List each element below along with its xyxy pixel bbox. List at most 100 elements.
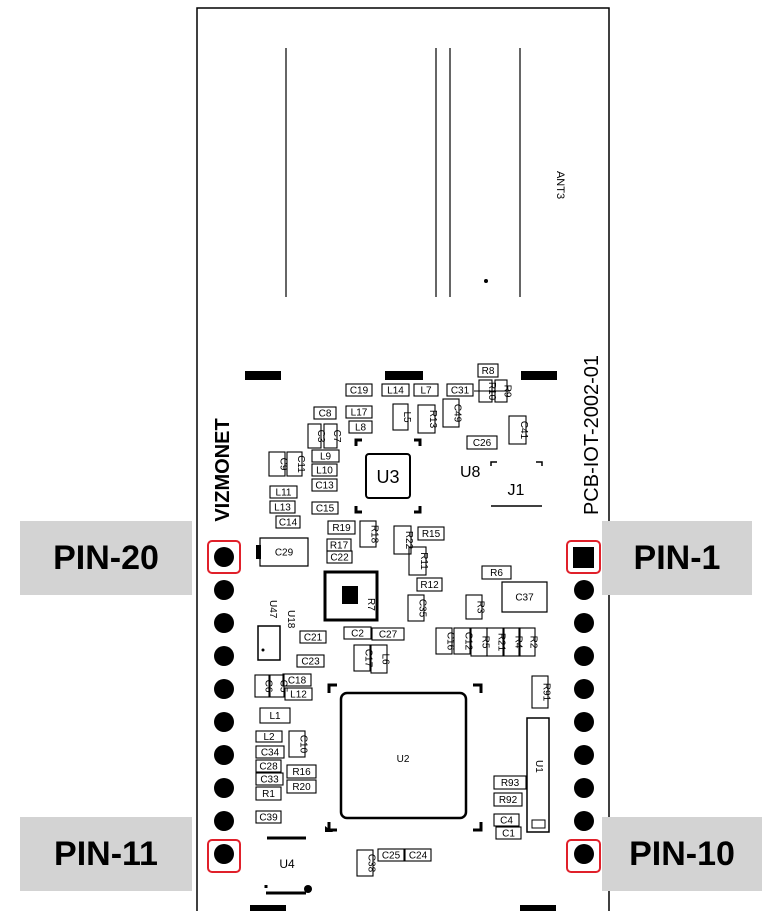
component-l9: L9 <box>311 449 340 463</box>
component-label: L14 <box>387 386 404 397</box>
component-r93: R93 <box>493 775 527 790</box>
component-label: L11 <box>276 488 292 499</box>
antenna-traces <box>285 48 521 297</box>
chip-u2-label: U2 <box>397 754 410 765</box>
component-label: R3 <box>475 601 486 614</box>
component-l13: L13 <box>269 500 296 514</box>
component-c29: C29 <box>275 548 294 559</box>
component-label: C3 <box>315 430 326 443</box>
component-c49: C49 <box>442 398 463 428</box>
pin11-label: PIN-11 <box>20 817 192 891</box>
component-label: C13 <box>315 481 334 492</box>
pin-pad-right <box>574 811 594 831</box>
component-c35: C35 <box>407 594 428 622</box>
component-l1: L1 <box>259 707 291 724</box>
chip-u4-label: U4 <box>279 857 295 871</box>
component-label: C12 <box>463 632 474 651</box>
component-label: C34 <box>261 748 280 759</box>
component-label: C27 <box>379 630 398 641</box>
component-r3: R3 <box>465 594 486 620</box>
component-label: C25 <box>382 851 401 862</box>
component-c11: C11 <box>286 451 306 477</box>
component-label: C16 <box>445 632 456 651</box>
component-l6: L6 <box>370 644 391 674</box>
component-c24: C24 <box>404 848 432 862</box>
component-label: R16 <box>292 767 311 778</box>
component-r8: R8 <box>477 363 499 378</box>
component-label: R6 <box>490 568 503 579</box>
component-label: C23 <box>301 657 320 668</box>
component-r19: R19 <box>327 520 356 535</box>
pin-pad-right <box>574 745 594 765</box>
component-label: R8 <box>482 366 495 377</box>
pin-pad-right <box>574 646 594 666</box>
component-label: L10 <box>316 466 333 477</box>
component-label: C9 <box>278 458 289 471</box>
component-label: R20 <box>292 782 311 793</box>
component-label: C5 <box>278 680 289 693</box>
component-c19: C19 <box>345 383 373 397</box>
pin-pad-left <box>214 778 234 798</box>
brand-label: VIZMONET <box>212 418 234 521</box>
chip-u1-label: U1 <box>533 760 544 773</box>
component-r4: R4 <box>503 627 524 657</box>
component-label: C21 <box>304 633 323 644</box>
component-label: R93 <box>501 778 520 789</box>
component-c15: C15 <box>311 501 339 515</box>
component-c18: C18 <box>282 673 312 687</box>
component-c17: C17 <box>353 644 374 672</box>
chip-u3: U3 <box>354 438 422 514</box>
component-r22: R22 <box>393 525 414 555</box>
component-label: L12 <box>290 690 307 701</box>
component-c37: C37 <box>515 593 534 604</box>
component-c4: C4 <box>493 813 520 827</box>
component-r6: R6 <box>481 565 512 580</box>
component-label: R5 <box>480 636 491 649</box>
pin-pad-right <box>574 580 594 600</box>
pin10-label: PIN-10 <box>602 817 762 891</box>
component-l10: L10 <box>311 463 338 477</box>
pin-pad-left <box>214 679 234 699</box>
component-c16: C16 <box>435 627 456 655</box>
component-c7: C7 <box>323 423 342 449</box>
pin-column-left <box>214 547 234 864</box>
component-label: C38 <box>366 854 377 873</box>
component-c12: C12 <box>453 627 474 655</box>
component-label: L6 <box>380 653 391 665</box>
component-label: C18 <box>288 676 307 687</box>
component-r92: R92 <box>493 792 523 807</box>
pin-pad-left <box>214 547 234 567</box>
component-c5: C5 <box>269 674 289 698</box>
component-c34: C34 <box>255 745 285 759</box>
chip-u18-label: U18 <box>285 610 296 629</box>
pin11-highlight <box>207 839 241 873</box>
component-c9: C9 <box>268 451 289 477</box>
component-l8: L8 <box>348 420 373 434</box>
component-label: R13 <box>427 410 438 429</box>
component-r12: R12 <box>416 577 443 592</box>
component-r13: R13 <box>417 404 438 434</box>
component-c39: C39 <box>255 810 282 824</box>
component-label: C19 <box>350 386 369 397</box>
component-l17: L17 <box>345 405 373 419</box>
component-label: L8 <box>355 423 367 434</box>
chip-u1: U1 <box>526 717 550 833</box>
component-r18: R18 <box>359 520 380 548</box>
component-label: C6 <box>263 680 274 693</box>
component-c26: C26 <box>466 435 498 450</box>
component-r17: R17 <box>326 538 352 552</box>
component-c21: C21 <box>299 630 327 644</box>
cap-c29-outline <box>256 537 309 567</box>
component-c13: C13 <box>311 478 338 492</box>
component-r20: R20 <box>286 779 317 794</box>
component-c10: C10 <box>288 730 309 758</box>
component-c25: C25 <box>377 848 405 862</box>
component-label: R21 <box>496 633 507 652</box>
component-label: R12 <box>420 580 439 591</box>
pin-pad-right <box>574 778 594 798</box>
component-label: L13 <box>274 503 291 514</box>
component-label: C28 <box>259 762 278 773</box>
component-label: C11 <box>295 455 306 473</box>
pin1-label: PIN-1 <box>602 521 752 595</box>
component-label: C17 <box>363 649 374 668</box>
